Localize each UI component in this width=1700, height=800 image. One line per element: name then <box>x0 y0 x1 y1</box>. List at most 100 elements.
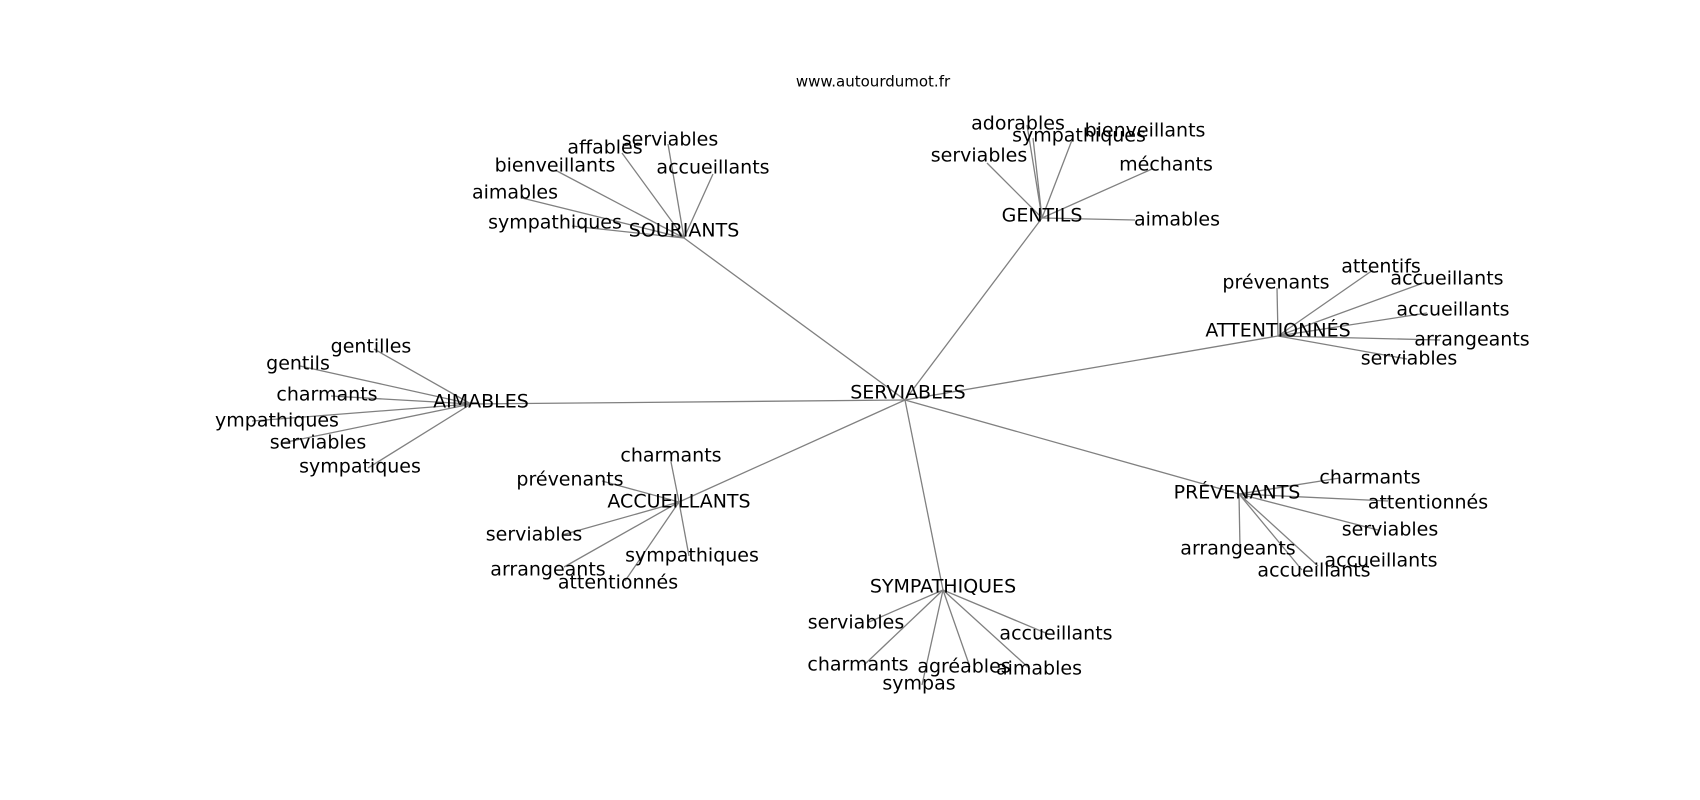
leaf-edge <box>1238 493 1303 571</box>
leaf-edge <box>1277 281 1427 337</box>
leaf-edge <box>521 197 685 239</box>
hub-edge <box>904 335 1279 401</box>
hub-edge <box>904 399 1240 495</box>
leaf-word-label: ympathiques <box>215 410 339 432</box>
leaf-word-label: prévenants <box>1222 272 1329 294</box>
leaf-word-label: sympathiques <box>488 212 622 234</box>
leaf-edge <box>1041 168 1153 219</box>
leaf-word-label: accueillants <box>999 623 1112 645</box>
leaf-word-label: méchants <box>1119 154 1213 176</box>
leaf-edge <box>367 403 472 469</box>
leaf-word-label: bienveillants <box>1085 120 1206 142</box>
leaf-edge <box>571 225 685 239</box>
leaf-edge <box>986 162 1043 219</box>
leaf-word-label: bienveillants <box>495 155 616 177</box>
leaf-edge <box>1041 139 1073 219</box>
edge-layer <box>251 124 1441 686</box>
leaf-word-label: agréables <box>917 656 1010 678</box>
leaf-word-label: serviables <box>1361 348 1458 370</box>
leaf-word-label: serviables <box>622 129 719 151</box>
leaf-edge <box>1277 335 1408 360</box>
leaf-edge <box>554 169 685 239</box>
hub-edge <box>683 237 906 401</box>
center-node-label: SERVIABLES <box>850 382 966 404</box>
leaf-word-label: sympatiques <box>299 456 421 478</box>
leaf-word-label: serviables <box>1342 519 1439 541</box>
leaf-edge <box>601 480 680 503</box>
leaf-edge <box>561 501 680 536</box>
leaf-edge <box>373 348 472 405</box>
leaf-edge <box>281 403 472 444</box>
leaf-word-label: sympas <box>882 673 955 695</box>
hub-edge <box>678 399 906 503</box>
label-layer: SERVIABLESSOURIANTSserviablesaffablesacc… <box>215 113 1530 695</box>
leaf-word-label: serviables <box>486 524 583 546</box>
leaf-word-label: charmants <box>620 445 721 467</box>
leaf-word-label: accueillants <box>1324 550 1437 572</box>
leaf-word-label: prévenants <box>516 469 623 491</box>
leaf-word-label: serviables <box>270 432 367 454</box>
hub-edge <box>470 399 906 405</box>
leaf-edge <box>1238 477 1341 495</box>
leaf-edge <box>621 152 685 239</box>
leaf-edge <box>667 143 685 239</box>
leaf-edge <box>670 461 680 503</box>
leaf-word-label: gentilles <box>331 336 412 358</box>
cluster-node-label: ATTENTIONNÉS <box>1205 319 1350 342</box>
leaf-edge <box>251 403 472 422</box>
leaf-edge <box>921 589 944 686</box>
leaf-edge <box>1238 493 1241 549</box>
leaf-word-label: accueillants <box>656 157 769 179</box>
leaf-edge <box>1277 312 1428 337</box>
leaf-word-label: accueillants <box>1390 268 1503 290</box>
leaf-word-label: charmants <box>276 384 377 406</box>
leaf-word-label: charmants <box>1319 467 1420 489</box>
leaf-edge <box>563 501 680 568</box>
leaf-word-label: arrangeants <box>1180 538 1295 560</box>
leaf-edge <box>1041 217 1136 221</box>
leaf-edge <box>1026 124 1043 219</box>
leaf-word-label: aimables <box>472 182 558 204</box>
leaf-edge <box>942 589 1049 635</box>
leaf-edge <box>1032 137 1043 219</box>
leaf-word-label: accueillants <box>1257 560 1370 582</box>
hub-edge <box>904 217 1043 401</box>
leaf-edge <box>1238 493 1319 567</box>
leaf-word-label: adorables <box>971 113 1065 135</box>
leaf-edge <box>1277 269 1374 337</box>
leaf-word-label: attentifs <box>1341 256 1421 278</box>
leaf-edge <box>1238 493 1389 502</box>
leaf-edge <box>683 173 714 239</box>
leaf-word-label: aimables <box>1134 209 1220 231</box>
cluster-node-label: SYMPATHIQUES <box>870 576 1016 598</box>
leaf-word-label: gentils <box>266 353 330 375</box>
cluster-node-label: PRÉVENANTS <box>1174 481 1301 504</box>
cluster-node-label: SOURIANTS <box>629 220 740 242</box>
leaf-edge <box>942 589 1031 670</box>
leaf-edge <box>1277 335 1441 341</box>
leaf-edge <box>299 365 472 405</box>
leaf-edge <box>1276 287 1279 337</box>
leaf-word-label: sympathiques <box>1012 125 1146 147</box>
leaf-word-label: arrangeants <box>1414 329 1529 351</box>
leaf-edge <box>942 589 971 668</box>
cluster-node-label: ACCUEILLANTS <box>607 491 750 513</box>
source-label: www.autourdumot.fr <box>796 73 951 91</box>
leaf-word-label: serviables <box>808 612 905 634</box>
leaf-word-label: attentionnés <box>558 572 678 594</box>
hub-edge <box>904 399 944 591</box>
leaf-word-label: accueillants <box>1396 299 1509 321</box>
leaf-word-label: affables <box>567 137 642 159</box>
leaf-word-label: charmants <box>807 654 908 676</box>
leaf-edge <box>624 501 680 582</box>
leaf-edge <box>863 589 944 666</box>
leaf-word-label: sympathiques <box>625 545 759 567</box>
leaf-word-label: arrangeants <box>490 559 605 581</box>
leaf-word-label: serviables <box>931 145 1028 167</box>
cluster-node-label: GENTILS <box>1002 205 1083 227</box>
leaf-edge <box>1238 493 1379 531</box>
leaf-word-label: attentionnés <box>1368 492 1488 514</box>
leaf-edge <box>330 395 472 405</box>
leaf-edge <box>678 501 690 557</box>
